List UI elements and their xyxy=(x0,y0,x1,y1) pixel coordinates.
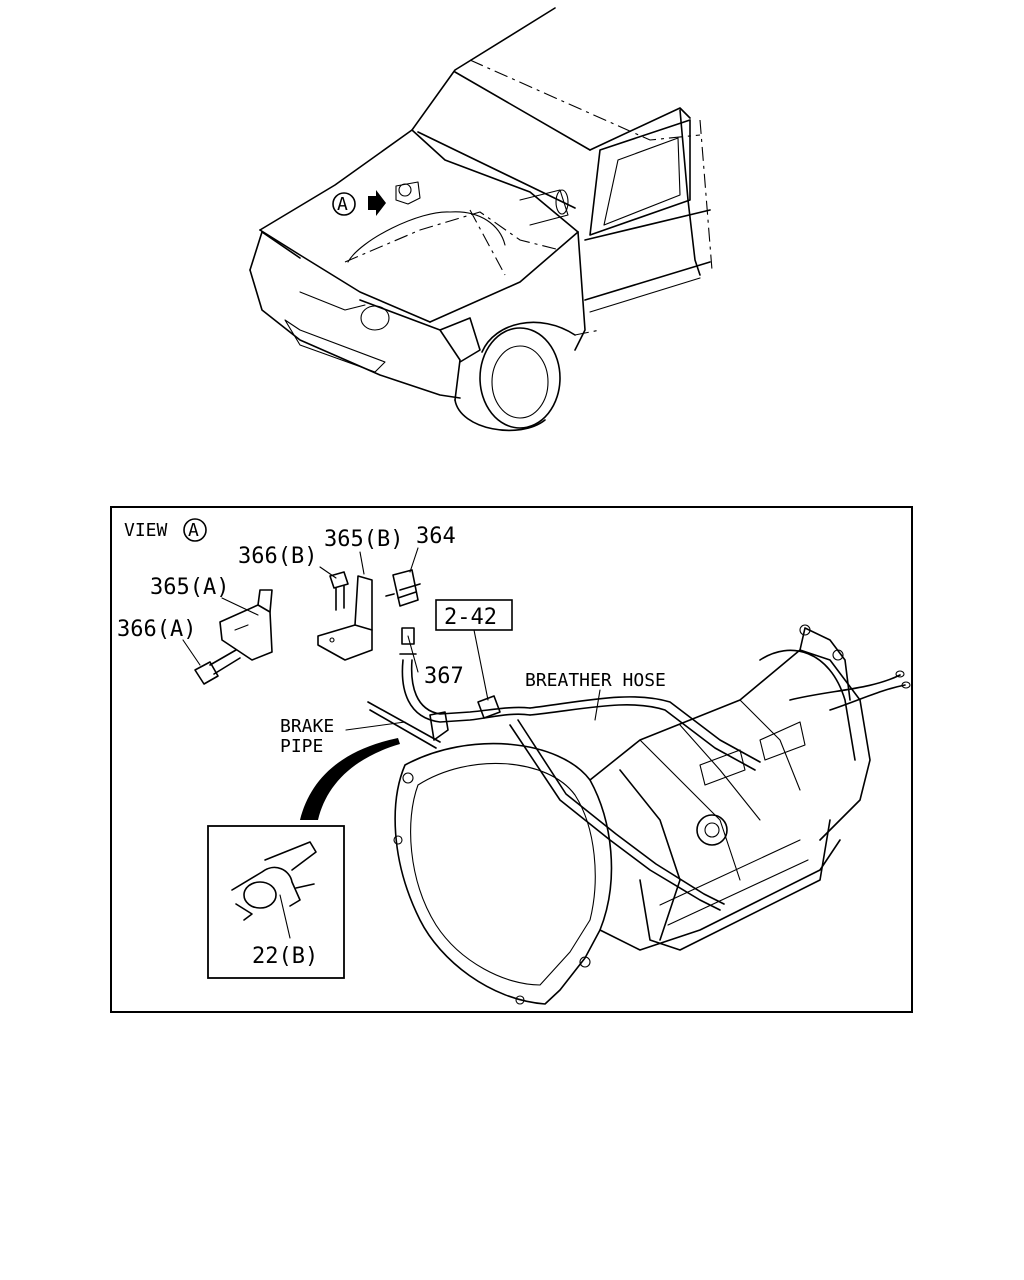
bracket-365a xyxy=(219,589,273,661)
callout-366a: 366(A) xyxy=(117,617,196,642)
callout-365b: 365(B) xyxy=(324,527,403,552)
callout-367: 367 xyxy=(424,664,464,689)
hose-clip xyxy=(477,695,501,719)
arrow-icon xyxy=(368,190,386,216)
bolt-366b xyxy=(329,571,349,611)
callout-brake: BRAKE xyxy=(280,716,334,737)
callout-366b: 366(B) xyxy=(238,544,317,569)
callout-ref: 2-42 xyxy=(444,605,497,630)
connector-364 xyxy=(385,569,421,607)
clamp-22b xyxy=(231,841,317,921)
view-title-marker: A xyxy=(188,520,199,541)
bracket-365b xyxy=(317,575,373,661)
fitting-367 xyxy=(399,627,531,723)
view-marker-letter: A xyxy=(337,194,348,215)
view-title: VIEW xyxy=(124,520,168,541)
curved-arrow-icon xyxy=(300,738,400,820)
callout-pipe: PIPE xyxy=(280,736,323,757)
callout-22b: 22(B) xyxy=(252,944,318,969)
view-marker-circle xyxy=(332,192,356,216)
bolt-366a xyxy=(194,649,241,685)
view-title-marker-circle xyxy=(183,518,207,542)
brake-pipe xyxy=(367,701,449,749)
callout-breather-hose: BREATHER HOSE xyxy=(525,670,666,691)
transmission xyxy=(393,624,911,1005)
vehicle-illustration: A xyxy=(249,7,713,432)
inset-box xyxy=(207,825,345,979)
detail-panel-frame xyxy=(110,506,913,1013)
callout-364: 364 xyxy=(416,524,456,549)
callout-365a: 365(A) xyxy=(150,575,229,600)
breather-hose xyxy=(529,696,761,771)
